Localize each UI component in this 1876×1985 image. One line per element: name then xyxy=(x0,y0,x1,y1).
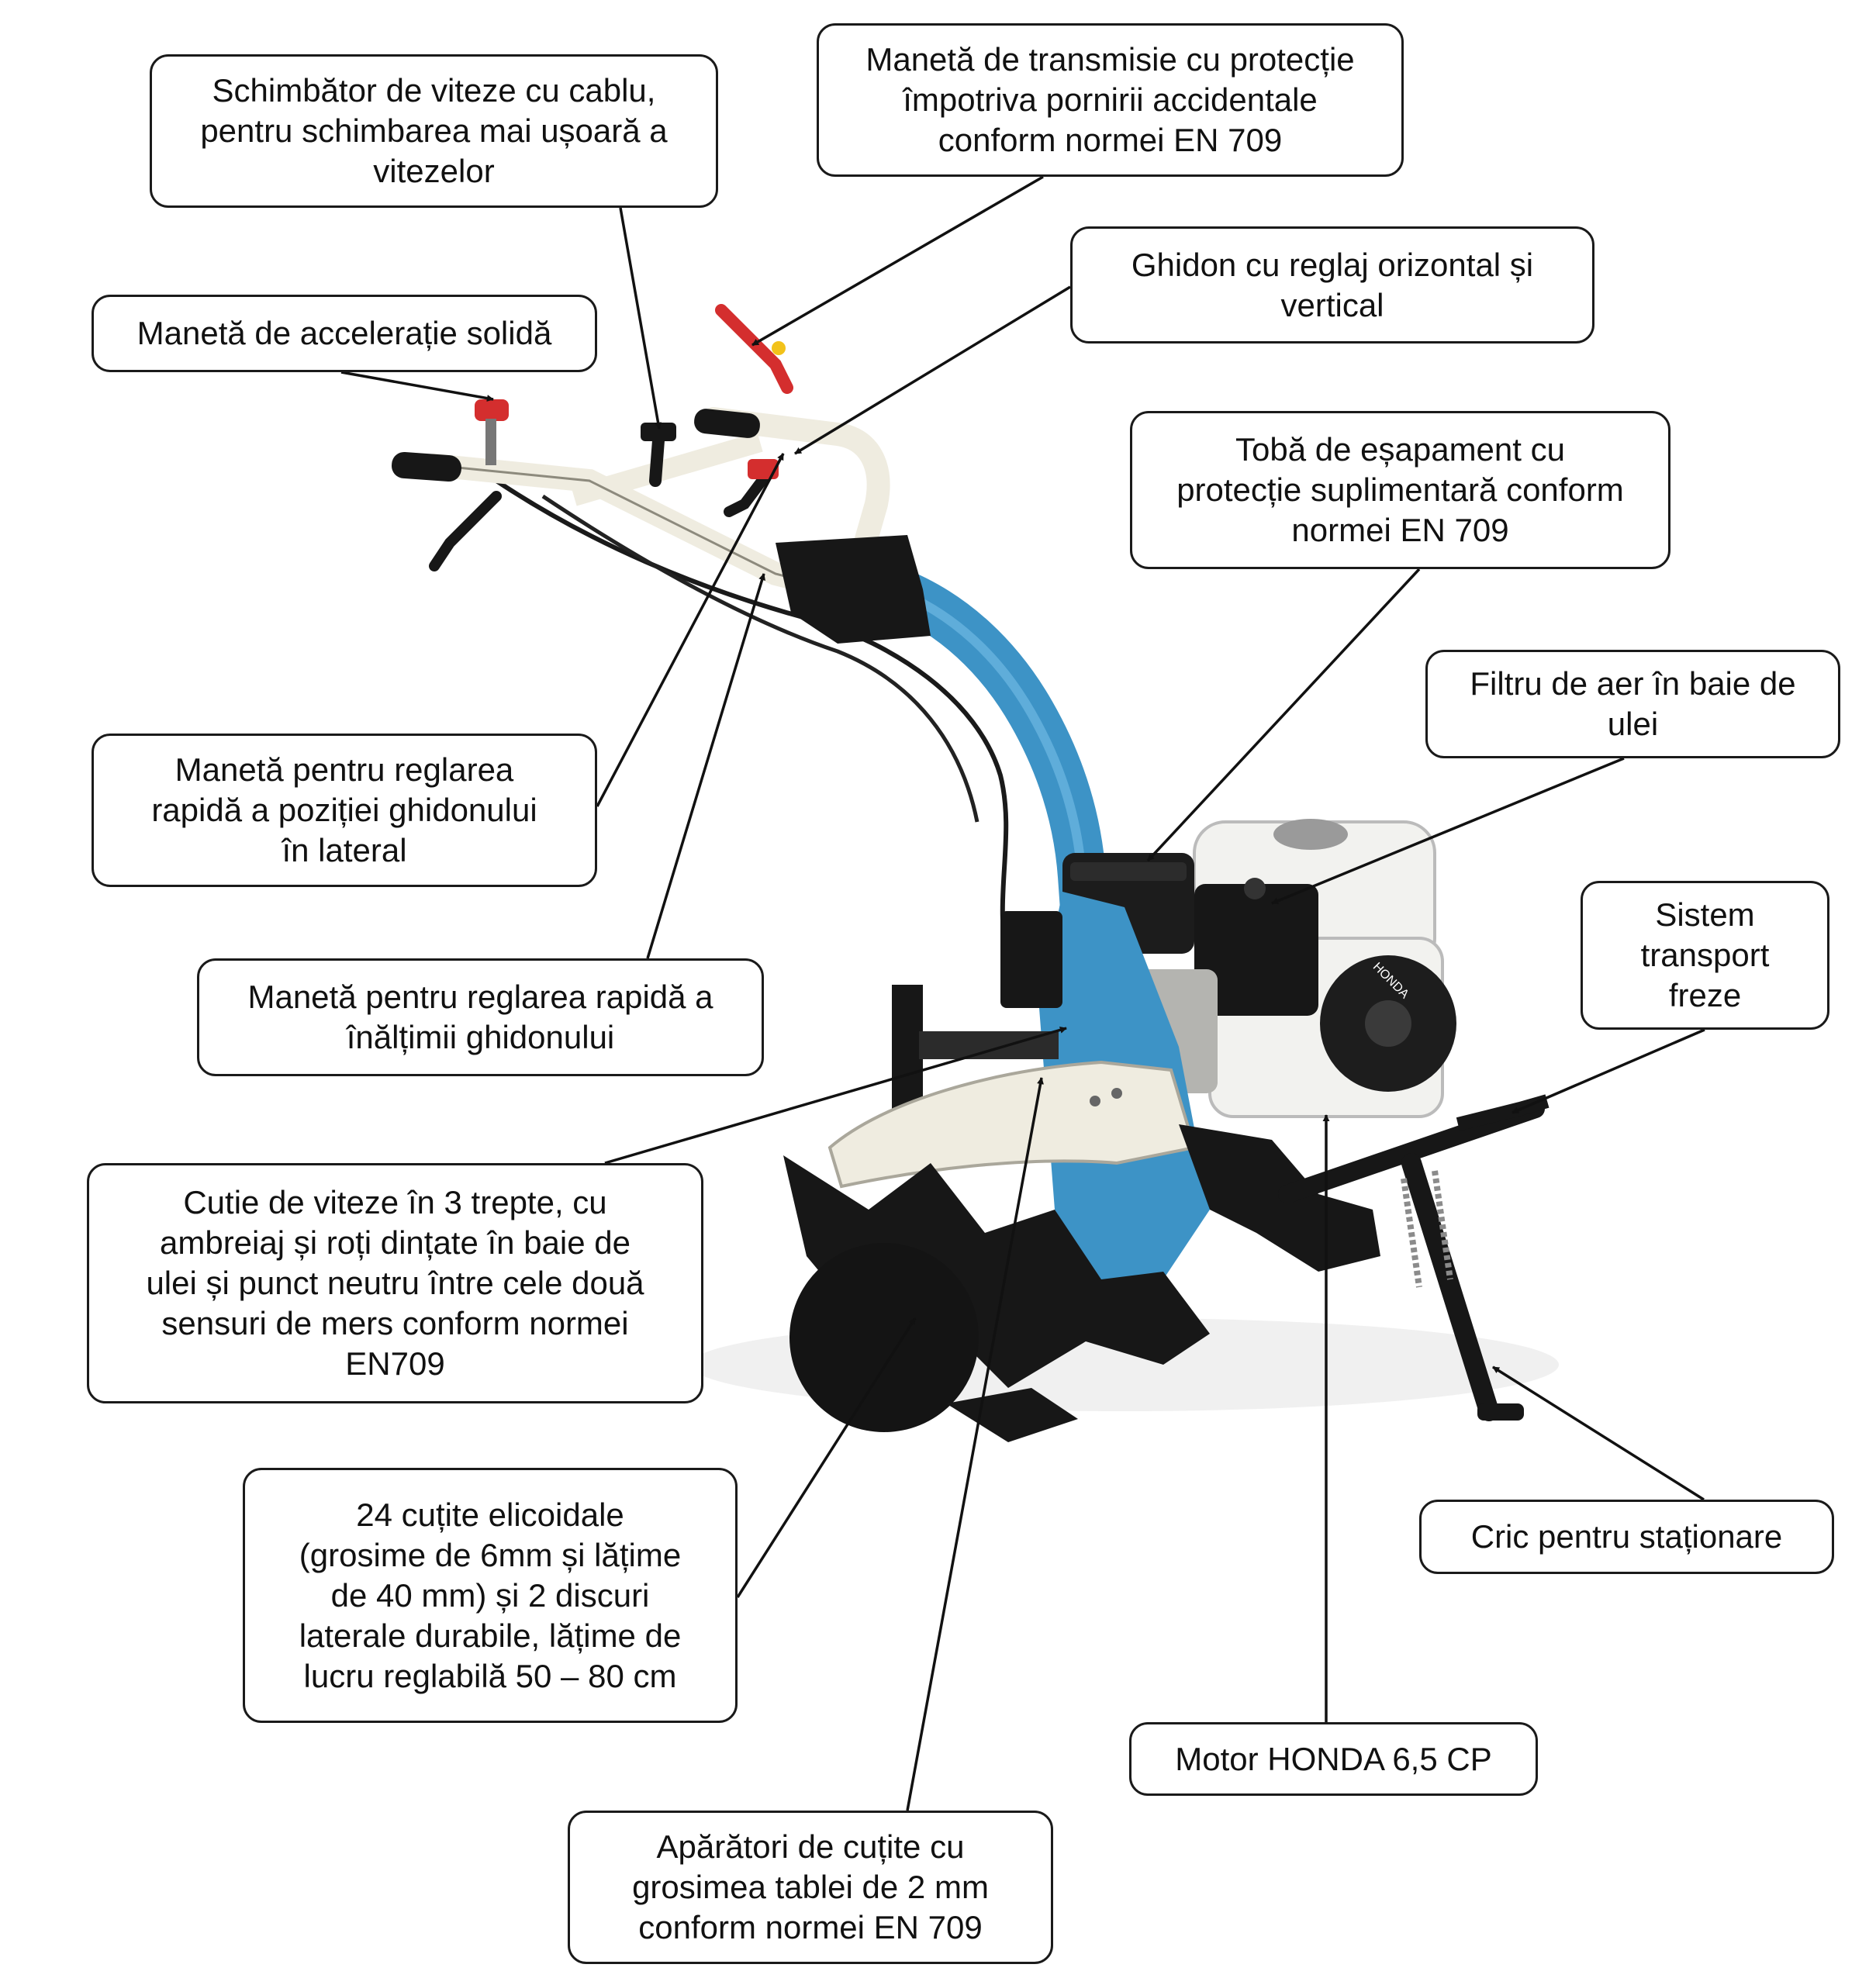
shield-bolt-1 xyxy=(1090,1096,1100,1106)
air-filter-housing xyxy=(1194,884,1318,1016)
column-highlight xyxy=(890,585,1087,877)
handlebar-lock xyxy=(748,459,779,479)
leader-c14 xyxy=(906,1077,1044,1811)
leader-lines xyxy=(340,175,1705,1811)
handlebar-right xyxy=(702,407,890,570)
right-grip xyxy=(694,409,760,438)
air-filter-nut xyxy=(1244,878,1266,899)
leader-c1 xyxy=(619,207,662,430)
transport-bar xyxy=(1278,1100,1545,1203)
tine-shield xyxy=(827,1060,1197,1189)
recoil-starter-center xyxy=(1365,1000,1411,1047)
muffler-guard xyxy=(1070,862,1187,881)
callout-parking-stand: Cric pentru staționare xyxy=(1419,1500,1834,1574)
parking-stand-foot xyxy=(1477,1403,1524,1421)
fuel-cap xyxy=(1273,819,1348,850)
transmission-lever-tip xyxy=(772,341,786,355)
leader-c11 xyxy=(736,1317,917,1598)
callout-throttle-lever: Manetă de accelerație solidă xyxy=(92,295,597,372)
control-cables-2 xyxy=(541,494,979,823)
callout-tines: 24 cuțite elicoidale(grosime de 6mm și l… xyxy=(243,1468,738,1723)
leader-c12 xyxy=(1492,1365,1705,1501)
left-grip xyxy=(392,451,461,482)
shield-bolt-2 xyxy=(1111,1088,1122,1099)
control-cables xyxy=(495,478,1011,962)
side-disc xyxy=(789,1243,979,1432)
leader-c10 xyxy=(604,1026,1067,1165)
leader-c6 xyxy=(1271,757,1625,905)
transmission-lever-red xyxy=(715,304,793,394)
parking-stand xyxy=(1401,1153,1499,1421)
handlebar-height-bracket xyxy=(1000,911,1062,1008)
control-box xyxy=(776,535,931,644)
leader-c8 xyxy=(1512,1028,1705,1114)
clutch-lever-left xyxy=(429,491,502,571)
throttle-stem xyxy=(485,419,496,465)
leader-c3 xyxy=(794,285,1071,455)
throttle-knob xyxy=(475,399,509,421)
gear-shifter-knob xyxy=(641,423,676,441)
leader-c7 xyxy=(596,453,785,807)
side-disc-tines xyxy=(946,1388,1078,1442)
leader-c4 xyxy=(340,371,494,402)
leader-c2 xyxy=(751,175,1044,347)
stand-springs xyxy=(1401,1170,1453,1288)
leader-c5 xyxy=(1146,568,1421,862)
callout-engine: Motor HONDA 6,5 CP xyxy=(1129,1722,1538,1796)
leader-c9 xyxy=(646,573,765,959)
right-lever-black xyxy=(724,468,773,517)
callout-cable-gear-shifter: Schimbător de viteze cu cablu,pentru sch… xyxy=(150,54,718,208)
